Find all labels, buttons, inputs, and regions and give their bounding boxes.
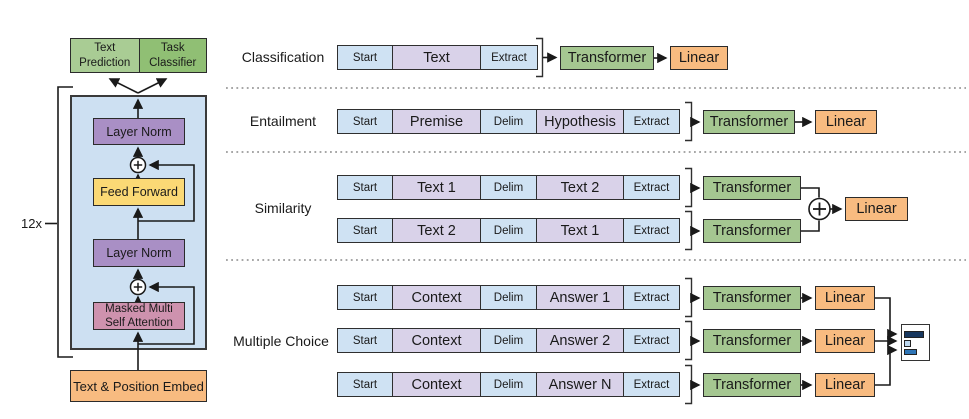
task-classifier-box: Task Classifier [138, 39, 206, 72]
repeat-count-label: 12x [21, 216, 42, 231]
layer-norm-bottom-box: Layer Norm [93, 239, 185, 267]
token-answer1: Answer 1 [536, 286, 623, 309]
extract-bracket-similarity-2 [685, 210, 693, 251]
task-label-similarity: Similarity [254, 200, 312, 216]
choice-wire-3 [875, 344, 898, 386]
token-context: Context [392, 286, 480, 309]
similarity-wire-bottom [801, 220, 820, 232]
token-start: Start [338, 329, 392, 352]
token-bar-choice-1: Start Context Delim Answer 1 Extract [337, 285, 680, 310]
token-premise: Premise [392, 110, 480, 133]
extract-bracket-choice-2 [685, 320, 693, 361]
token-extract: Extract [623, 373, 679, 396]
probability-bars-icon [901, 324, 930, 361]
token-bar-choice-3: Start Context Delim Answer N Extract [337, 372, 680, 397]
task-label-classification: Classification [241, 49, 325, 65]
token-delim: Delim [480, 176, 536, 199]
layer-norm-top-box: Layer Norm [93, 118, 185, 145]
extract-bracket-similarity-1 [685, 167, 693, 208]
task-label-entailment: Entailment [249, 113, 317, 129]
extract-bracket-choice-1 [685, 277, 693, 318]
masked-attention-box: Masked Multi Self Attention [93, 302, 185, 330]
output-heads: Text Prediction Task Classifier [70, 38, 207, 73]
token-bar-similarity-2: Start Text 2 Delim Text 1 Extract [337, 218, 680, 243]
token-delim: Delim [480, 110, 536, 133]
linear-box: Linear [670, 46, 728, 70]
text-prediction-box: Text Prediction [71, 39, 139, 72]
token-extract: Extract [623, 176, 679, 199]
token-start: Start [338, 286, 392, 309]
token-extract: Extract [623, 219, 679, 242]
prob-bar [904, 340, 911, 347]
token-delim: Delim [480, 219, 536, 242]
transformer-box: Transformer [703, 219, 801, 243]
prob-bar [904, 348, 917, 355]
extract-bracket-entailment [685, 101, 693, 142]
choice-wire-1 [875, 297, 898, 340]
transformer-box: Transformer [703, 176, 801, 200]
transformer-box: Transformer [703, 329, 801, 353]
linear-box: Linear [845, 197, 908, 221]
transformer-box: Transformer [703, 110, 795, 134]
token-start: Start [338, 219, 392, 242]
token-text1: Text 1 [392, 176, 480, 199]
transformer-box: Transformer [703, 373, 801, 397]
arrow-to-task-classifier [137, 78, 168, 94]
token-text2: Text 2 [392, 219, 480, 242]
token-extract: Extract [480, 46, 537, 69]
arrow-to-text-prediction [108, 78, 139, 94]
token-answerN: Answer N [536, 373, 623, 396]
token-answer2: Answer 2 [536, 329, 623, 352]
prob-bar [904, 331, 924, 338]
token-start: Start [338, 46, 392, 69]
linear-box: Linear [815, 286, 875, 310]
token-extract: Extract [623, 329, 679, 352]
token-bar-similarity-1: Start Text 1 Delim Text 2 Extract [337, 175, 680, 200]
extract-bracket-choice-3 [685, 364, 693, 405]
feed-forward-box: Feed Forward [93, 178, 185, 206]
token-delim: Delim [480, 286, 536, 309]
token-extract: Extract [623, 286, 679, 309]
task-label-multiple-choice: Multiple Choice [233, 333, 329, 349]
token-bar-entailment: Start Premise Delim Hypothesis Extract [337, 109, 680, 134]
linear-box: Linear [815, 373, 875, 397]
token-text2: Text 2 [536, 176, 623, 199]
token-start: Start [338, 110, 392, 133]
token-context: Context [392, 329, 480, 352]
transformer-box: Transformer [560, 46, 654, 70]
transformer-box: Transformer [703, 286, 801, 310]
similarity-wire-top [801, 187, 820, 198]
text-prediction-label: Text Prediction [79, 42, 131, 69]
linear-box: Linear [815, 110, 877, 134]
embed-box: Text & Position Embed [70, 370, 207, 402]
token-text: Text [392, 46, 480, 69]
token-hypothesis: Hypothesis [536, 110, 623, 133]
token-text1: Text 1 [536, 219, 623, 242]
token-delim: Delim [480, 373, 536, 396]
token-context: Context [392, 373, 480, 396]
linear-box: Linear [815, 329, 875, 353]
token-delim: Delim [480, 329, 536, 352]
token-start: Start [338, 176, 392, 199]
token-extract: Extract [623, 110, 679, 133]
token-start: Start [338, 373, 392, 396]
similarity-add-circle [808, 197, 831, 221]
token-bar-choice-2: Start Context Delim Answer 2 Extract [337, 328, 680, 353]
task-classifier-label: Task Classifier [149, 42, 197, 69]
token-bar-classification: Start Text Extract [337, 45, 538, 70]
